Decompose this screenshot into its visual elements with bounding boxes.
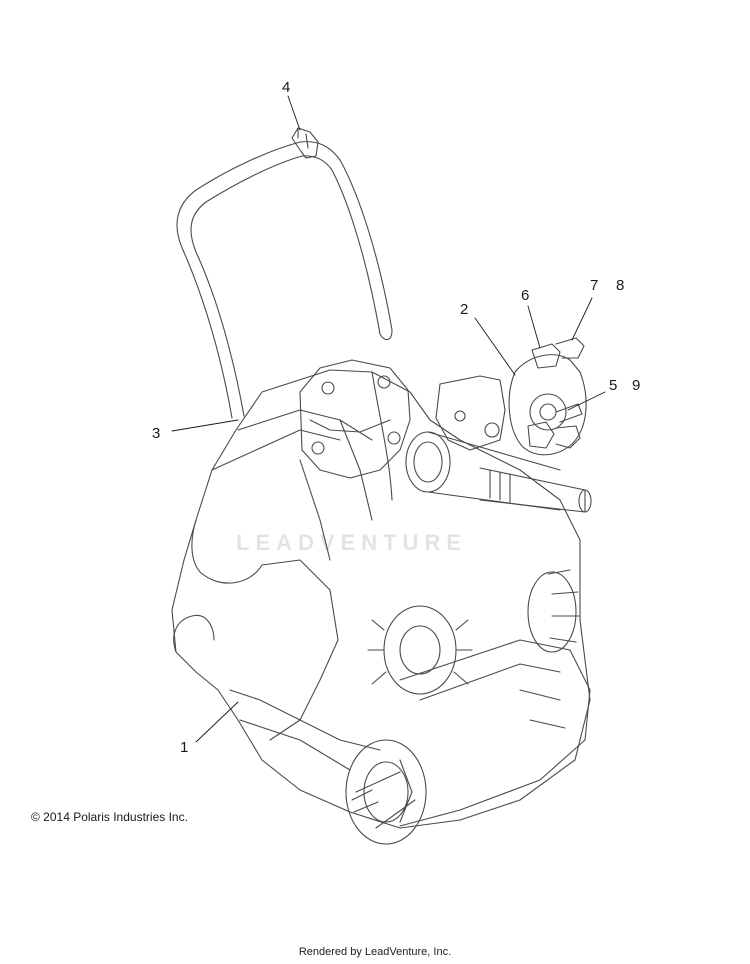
- leader-lines: [171, 95, 606, 743]
- watermark-text: LEADVENTURE: [236, 530, 468, 555]
- callout-2: 2: [460, 301, 468, 318]
- callout-4: 4: [282, 79, 290, 96]
- callout-3: 3: [152, 425, 160, 442]
- hose-clamp: [291, 127, 319, 159]
- callout-9: 9: [632, 377, 640, 394]
- footer-credit: Rendered by LeadVenture, Inc.: [298, 946, 452, 958]
- callout-8: 8: [616, 277, 624, 294]
- callout-7: 7: [590, 277, 598, 294]
- gearcase-housing: [171, 369, 591, 829]
- callout-6: 6: [521, 287, 529, 304]
- copyright-notice: © 2014 Polaris Industries Inc.: [31, 810, 188, 824]
- lower-drive-case: [345, 639, 591, 845]
- upper-cover: [299, 359, 411, 479]
- output-shaft: [405, 431, 592, 513]
- mounting-bracket: [435, 375, 506, 451]
- position-sensor: [508, 337, 587, 456]
- breather-hose: [176, 141, 393, 419]
- callout-5: 5: [609, 377, 617, 394]
- callout-1: 1: [180, 739, 188, 756]
- fin-assembly: [367, 569, 581, 695]
